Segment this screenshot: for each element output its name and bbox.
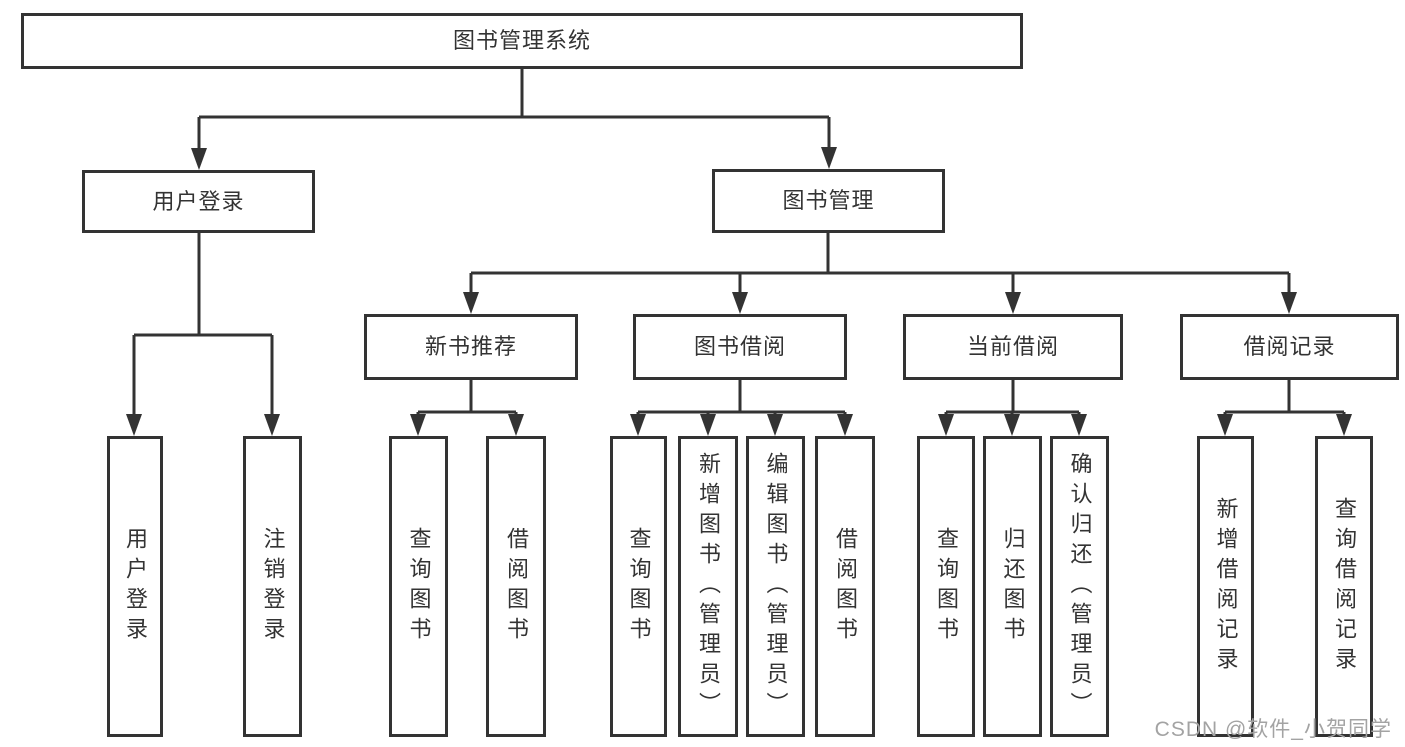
node-new-book-recommend: 新书推荐 (364, 314, 578, 380)
node-root-label: 图书管理系统 (452, 28, 591, 53)
node-new-book-recommend-label: 新书推荐 (424, 334, 517, 359)
leaf-confirm-return-admin-label: 确认归还（管理员） (1067, 451, 1093, 722)
leaf-query-book-recommend: 查询图书 (389, 436, 448, 737)
node-book-management-label: 图书管理 (782, 188, 875, 213)
leaf-edit-book-admin: 编辑图书（管理员） (746, 436, 805, 737)
leaf-user-login: 用户登录 (107, 436, 163, 737)
node-user-login: 用户登录 (82, 170, 315, 233)
node-user-login-label: 用户登录 (152, 188, 245, 214)
leaf-query-book-borrow-label: 查询图书 (626, 526, 652, 647)
node-borrow-records-label: 借阅记录 (1243, 334, 1336, 359)
leaf-query-book-recommend-label: 查询图书 (406, 526, 432, 647)
node-book-management: 图书管理 (712, 169, 945, 233)
leaf-query-borrow-record-label: 查询借阅记录 (1332, 496, 1357, 677)
node-current-borrow-label: 当前借阅 (966, 334, 1059, 359)
leaf-logout: 注销登录 (243, 436, 302, 737)
leaf-query-borrow-record: 查询借阅记录 (1315, 436, 1373, 737)
node-current-borrow: 当前借阅 (903, 314, 1123, 380)
leaf-logout-label: 注销登录 (260, 526, 286, 647)
csdn-watermark: CSDN @软件_小贺同学 (1154, 718, 1392, 741)
node-root-system: 图书管理系统 (21, 13, 1023, 69)
leaf-edit-book-admin-label: 编辑图书（管理员） (763, 451, 789, 722)
leaf-borrow-book-label: 借阅图书 (833, 526, 858, 647)
node-borrow-records: 借阅记录 (1180, 314, 1399, 380)
leaf-user-login-label: 用户登录 (123, 526, 148, 647)
leaf-confirm-return-admin: 确认归还（管理员） (1050, 436, 1109, 737)
node-book-borrow: 图书借阅 (633, 314, 847, 380)
leaf-query-book-current-label: 查询图书 (934, 526, 959, 647)
leaf-add-borrow-record: 新增借阅记录 (1197, 436, 1254, 737)
node-book-borrow-label: 图书借阅 (693, 334, 786, 359)
leaf-return-book: 归还图书 (983, 436, 1042, 737)
leaf-borrow-book: 借阅图书 (815, 436, 875, 737)
leaf-add-book-admin-label: 新增图书（管理员） (696, 451, 721, 722)
leaf-add-book-admin: 新增图书（管理员） (678, 436, 738, 737)
leaf-borrow-book-recommend-label: 借阅图书 (504, 526, 529, 647)
leaf-query-book-current: 查询图书 (917, 436, 975, 737)
leaf-add-borrow-record-label: 新增借阅记录 (1213, 496, 1239, 677)
leaf-borrow-book-recommend: 借阅图书 (486, 436, 546, 737)
leaf-return-book-label: 归还图书 (1000, 526, 1026, 647)
leaf-query-book-borrow: 查询图书 (610, 436, 667, 737)
